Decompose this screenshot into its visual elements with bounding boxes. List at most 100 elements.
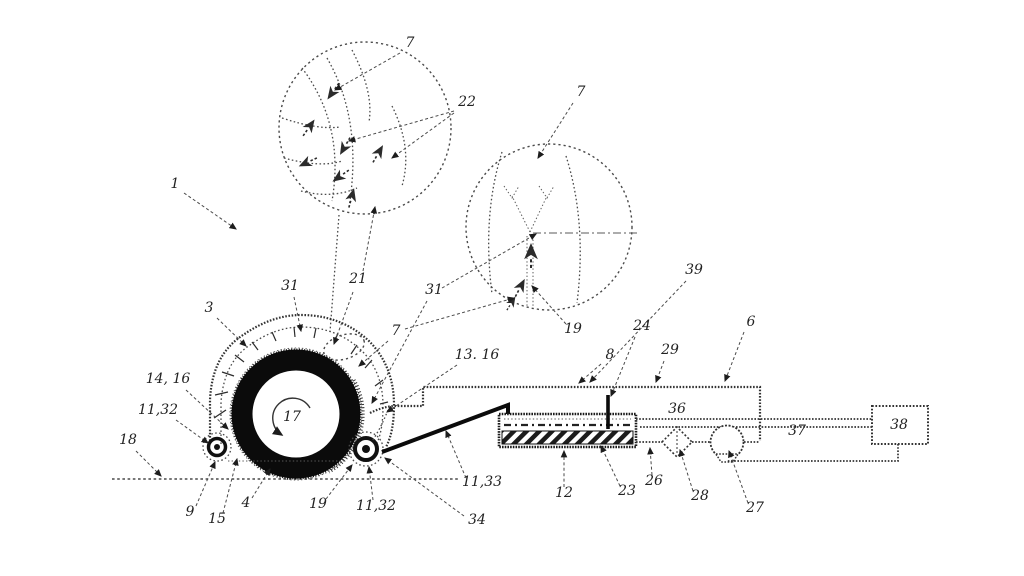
ref-15: 15 [208, 457, 239, 527]
ref-11-32-left-text: 11,32 [138, 402, 178, 418]
ref-14-16-text: 14, 16 [146, 371, 191, 387]
ref-28-text: 28 [690, 488, 709, 504]
ref-7-detail-a-leader [334, 52, 401, 91]
ref-21-text: 21 [348, 271, 367, 287]
ref-23: 23 [600, 444, 636, 499]
ref-34-text: 34 [468, 512, 486, 528]
fluid-system [369, 385, 929, 463]
detail-circle-b [465, 143, 640, 315]
ref-27-leader [728, 449, 749, 504]
right-roller [348, 431, 384, 467]
tread-flow-arrows-a [295, 77, 389, 212]
ref-29-leader [655, 360, 665, 384]
ref-28: 28 [678, 448, 709, 504]
ref-31-left: 31 [281, 278, 303, 333]
control-unit-box [871, 405, 929, 445]
ref-26: 26 [644, 446, 663, 489]
ref-31-right-leader [371, 300, 428, 404]
ref-3-text: 3 [205, 300, 214, 316]
ref-8: 8 [578, 347, 615, 384]
ref-4-text: 4 [241, 495, 251, 511]
ref-19-wheel-text: 19 [309, 496, 327, 512]
ref-11-32-bottom-text: 11,32 [356, 498, 396, 514]
ref-9-text: 9 [186, 504, 195, 520]
ref-29: 29 [655, 342, 679, 384]
ref-26-leader [647, 446, 654, 476]
ref-19-wheel-leader [325, 464, 353, 500]
ref-27-text: 27 [745, 500, 764, 516]
ref-11-32-bottom: 11,32 [356, 465, 396, 514]
ref-7-detail-b: 7 [537, 84, 586, 159]
ref-13-16-text: 13. 16 [455, 347, 500, 363]
ref-36: 36 [668, 401, 686, 417]
ref-7-detail-b-text: 7 [577, 84, 586, 100]
ref-12: 12 [555, 449, 573, 501]
ref-24-text: 24 [632, 318, 651, 334]
ref-19-detail-b: 19 [531, 285, 582, 337]
ref-7-tread-leader [358, 340, 389, 367]
ref-31-left-text: 31 [281, 278, 299, 294]
ref-31-right-text: 31 [425, 282, 443, 298]
ref-37-text: 37 [788, 423, 806, 439]
return-line [727, 444, 899, 462]
ref-17-text: 17 [283, 409, 301, 425]
detail-a-source-region [322, 333, 366, 361]
ref-17: 17 [283, 409, 301, 425]
ref-14-16: 14, 16 [146, 371, 229, 430]
ref-18: 18 [119, 432, 162, 477]
left-roller [202, 432, 232, 462]
ref-22-text: 22 [457, 94, 476, 110]
ref-39: 39 [589, 262, 703, 383]
ref-39-text: 39 [685, 262, 703, 278]
ref-31-right-leader [441, 233, 537, 289]
ref-7-tread: 7 [358, 296, 516, 367]
ref-28-leader [678, 448, 694, 492]
ref-4-leader [251, 468, 271, 499]
ref-4: 4 [241, 468, 271, 511]
ref-22: 22 [347, 94, 476, 159]
ref-34-leader [384, 457, 465, 517]
tread-coating [328, 379, 365, 474]
spray-arrows-b [501, 242, 539, 315]
ref-7-tread-leader [404, 296, 516, 330]
ref-6-leader [724, 331, 745, 383]
ref-38: 38 [890, 417, 908, 433]
ref-1: 1 [171, 176, 237, 230]
ref-6-text: 6 [747, 314, 756, 330]
ref-14-16-leader [185, 389, 229, 430]
ref-37: 37 [788, 423, 806, 439]
ref-22-leader [347, 110, 455, 143]
ref-11-33-text: 11,33 [462, 474, 502, 490]
ref-27: 27 [728, 449, 764, 516]
detail-circle-a [278, 41, 452, 333]
fender-outer [208, 313, 396, 448]
tire-tread-stipple [230, 348, 362, 480]
ref-11-32-bottom-leader [366, 465, 374, 501]
tank-hatch [501, 430, 634, 445]
detail-circle-a-outline [278, 41, 452, 215]
detail-circle-b-outline [465, 143, 633, 311]
duct-mouth [371, 409, 389, 442]
ref-23-leader [600, 444, 621, 487]
tank [497, 412, 638, 449]
ref-12-text: 12 [555, 485, 573, 501]
ref-18-text: 18 [119, 432, 137, 448]
ref-31-left-leader [293, 296, 303, 333]
ref-24: 24 [610, 318, 651, 398]
ref-21: 21 [333, 205, 378, 346]
ref-39-leader [589, 280, 687, 383]
ref-11-32-left: 11,32 [138, 402, 209, 444]
ref-8-leader [578, 363, 602, 384]
ref-3: 3 [205, 300, 247, 347]
ref-21-leader [362, 205, 378, 272]
ref-19-detail-b-text: 19 [564, 321, 582, 337]
fender-inner [220, 326, 384, 444]
ref-36-text: 36 [668, 401, 686, 417]
ref-29-text: 29 [660, 342, 679, 358]
ref-7-tread-text: 7 [392, 323, 401, 339]
transfer-pipe [381, 402, 510, 454]
ref-11-32-left-leader [175, 419, 209, 444]
